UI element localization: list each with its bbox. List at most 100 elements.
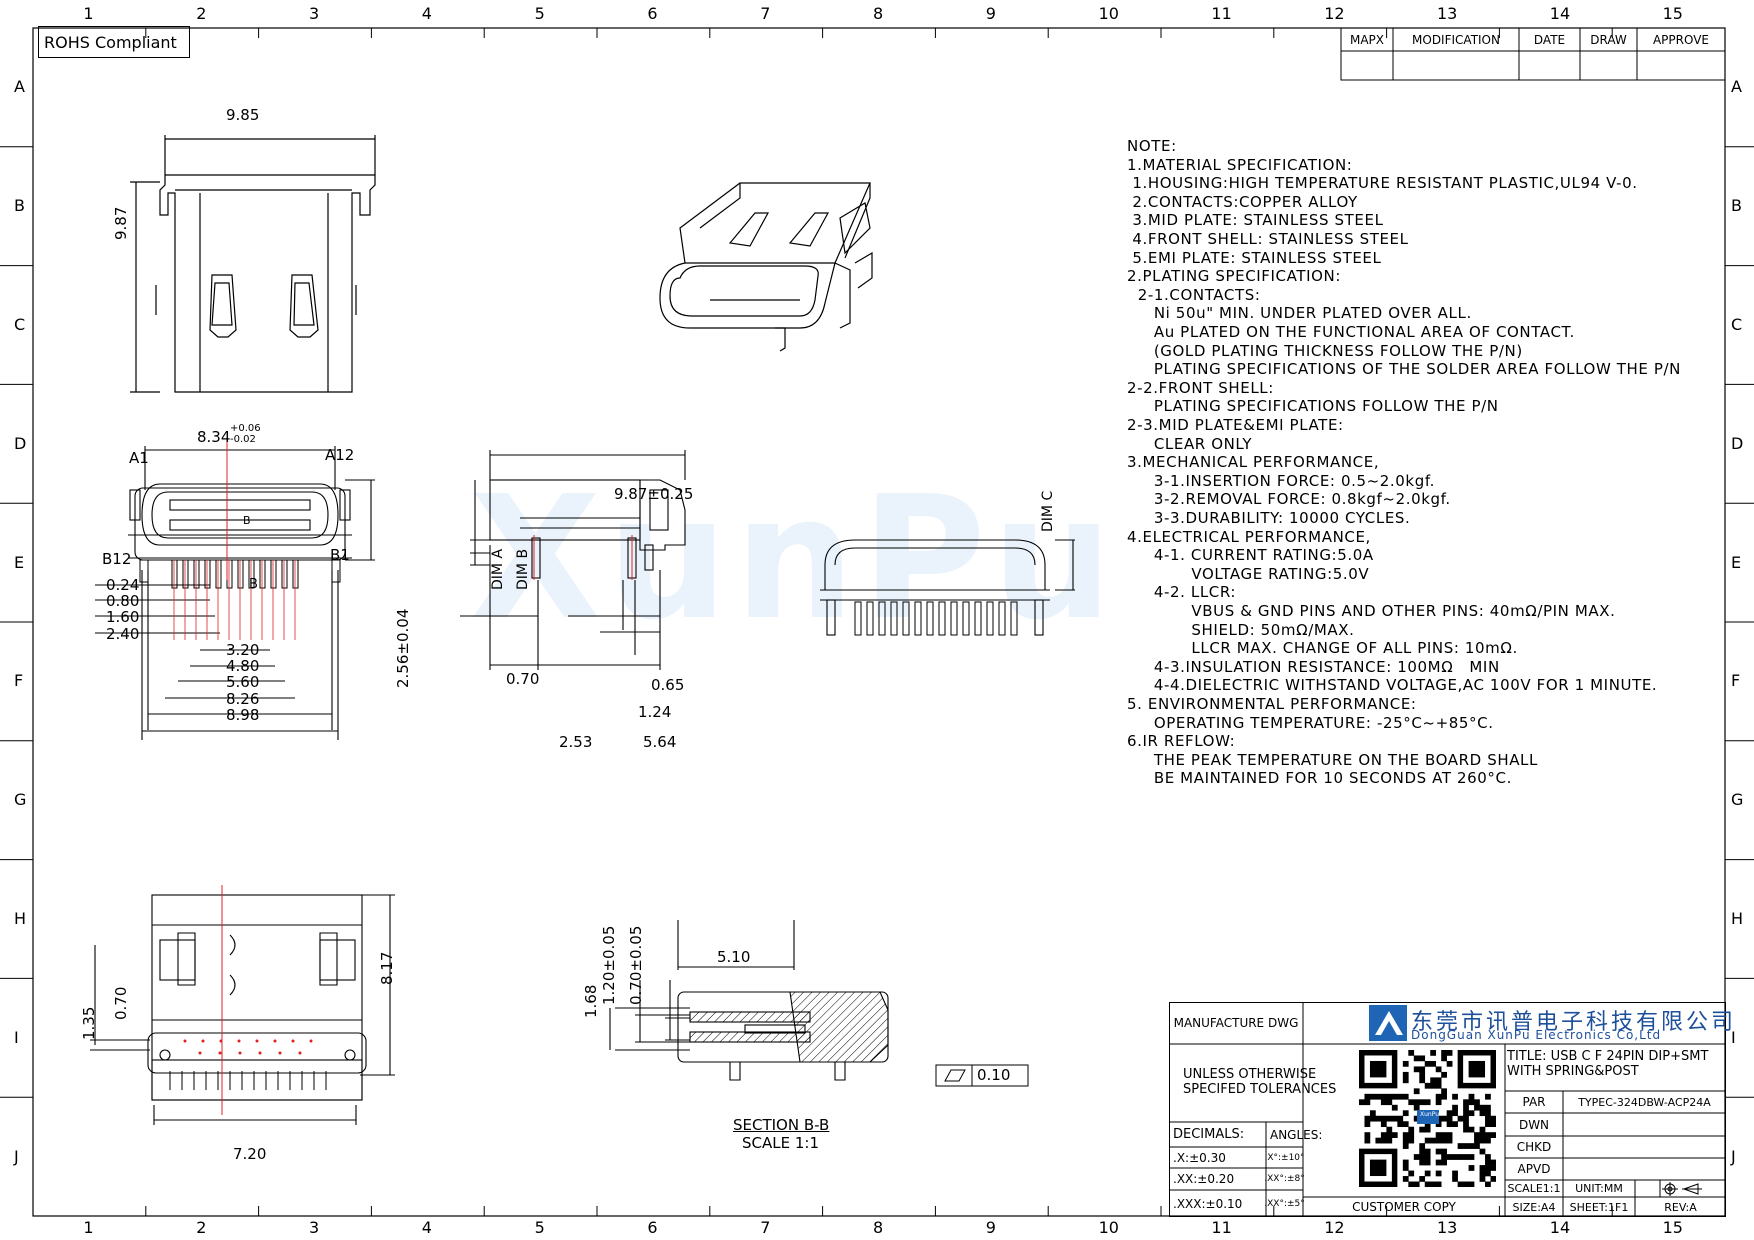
dim-side-width: 9.87±0.25 bbox=[614, 485, 694, 503]
zone-column-label-bottom: 3 bbox=[309, 1218, 320, 1237]
note-line: 5. ENVIRONMENTAL PERFORMANCE: bbox=[1127, 695, 1417, 713]
zone-row-label-left: B bbox=[14, 196, 25, 216]
note-line: 1.MATERIAL SPECIFICATION: bbox=[1127, 155, 1353, 174]
zone-column-label-bottom: 15 bbox=[1662, 1218, 1683, 1237]
rev-header-date: DATE bbox=[1533, 32, 1566, 47]
zone-row-label-left: G bbox=[14, 790, 27, 810]
zone-row-label-right: C bbox=[1731, 315, 1743, 334]
tb-title-2: WITH SPRING&POST bbox=[1507, 1064, 1639, 1079]
dim-bottom-817: 8.17 bbox=[378, 951, 396, 985]
zone-row-label-right: H bbox=[1731, 909, 1744, 928]
note-line: 4.FRONT SHELL: STAINLESS STEEL bbox=[1127, 230, 1409, 248]
tb-ang-xx: .XX°:±8° bbox=[1264, 1174, 1305, 1184]
section-title: SECTION B-B bbox=[733, 1116, 830, 1134]
note-line: OPERATING TEMPERATURE: -25°C~+85°C. bbox=[1127, 713, 1494, 732]
tb-tol-x: .X:±0.30 bbox=[1173, 1150, 1226, 1165]
note-line: 1.HOUSING:HIGH TEMPERATURE RESISTANT PLA… bbox=[1127, 174, 1638, 193]
note-line: PLATING SPECIFICATIONS FOLLOW THE P/N bbox=[1127, 397, 1499, 416]
note-line: 2.CONTACTS:COPPER ALLOY bbox=[1127, 192, 1358, 211]
note-line: 3-1.INSERTION FORCE: 0.5~2.0kgf. bbox=[1127, 471, 1435, 490]
zone-row-label-right: E bbox=[1731, 552, 1742, 572]
note-line: 2-3.MID PLATE&EMI PLATE: bbox=[1127, 416, 1344, 434]
zone-column-label-top: 7 bbox=[760, 4, 771, 23]
zone-column-label-top: 2 bbox=[196, 4, 207, 23]
dim-top-width: 9.85 bbox=[226, 106, 260, 124]
isometric-view-drawing bbox=[659, 182, 873, 352]
rohs-label: ROHS Compliant bbox=[44, 33, 177, 52]
note-line: 3-3.DURABILITY: 10000 CYCLES. bbox=[1127, 509, 1411, 527]
dim-564: 5.64 bbox=[643, 733, 677, 751]
zone-row-label-left: A bbox=[14, 77, 25, 97]
dim-898: 8.98 bbox=[226, 706, 260, 724]
watermark-logo: XunPu bbox=[470, 460, 1119, 658]
zone-column-label-bottom: 10 bbox=[1098, 1218, 1119, 1237]
zone-row-label-left: E bbox=[14, 552, 25, 572]
company-logo-icon bbox=[1369, 1005, 1407, 1041]
flatness-frame bbox=[935, 1064, 1029, 1087]
zone-row-label-right: I bbox=[1731, 1027, 1736, 1047]
dim-bottom-720: 7.20 bbox=[233, 1145, 267, 1163]
zone-row-label-left: I bbox=[14, 1027, 19, 1047]
zone-row-label-right: J bbox=[1731, 1146, 1736, 1166]
zone-column-label-top: 11 bbox=[1211, 4, 1232, 23]
tb-ang-xxx: .XX°:±5° bbox=[1264, 1198, 1305, 1209]
dim-253: 2.53 bbox=[559, 733, 593, 751]
tb-unit: UNIT:MM bbox=[1575, 1182, 1623, 1195]
dim-section-510: 5.10 bbox=[717, 948, 751, 966]
zone-column-label-bottom: 12 bbox=[1324, 1218, 1345, 1237]
note-line: 6.IR REFLOW: bbox=[1127, 732, 1236, 751]
rev-header-approve: APPROVE bbox=[1652, 32, 1710, 47]
dim-480: 4.80 bbox=[226, 657, 260, 675]
dim-front-tol-minus: -0.02 bbox=[230, 434, 256, 445]
section-scale: SCALE 1:1 bbox=[742, 1134, 819, 1152]
zone-column-label-bottom: 9 bbox=[985, 1218, 996, 1237]
zone-row-label-left: H bbox=[14, 909, 27, 928]
dim-c-label: DIM C bbox=[1040, 490, 1056, 532]
dim-top-height: 9.87 bbox=[112, 206, 130, 240]
dim-front-tol-plus: +0.06 bbox=[230, 423, 261, 434]
label-b12: B12 bbox=[102, 550, 132, 568]
top-view-drawing bbox=[130, 135, 376, 393]
zone-column-label-top: 8 bbox=[873, 4, 884, 23]
tb-ang-x: .X°:±10° bbox=[1264, 1152, 1305, 1163]
zone-column-label-top: 1 bbox=[83, 4, 94, 23]
tb-manufacture-dwg: MANUFACTURE DWG bbox=[1173, 1016, 1299, 1030]
projection-symbol-icon bbox=[1662, 1182, 1702, 1196]
tb-tol-xx: .XX:±0.20 bbox=[1173, 1172, 1235, 1186]
tb-apvd-label: APVD bbox=[1517, 1162, 1551, 1176]
zone-row-label-right: B bbox=[1731, 196, 1742, 216]
section-mark-b-bottom: B bbox=[249, 577, 258, 592]
tb-unless-2: SPECIFED TOLERANCES bbox=[1183, 1082, 1337, 1097]
rear-view-drawing bbox=[820, 539, 1075, 636]
dim-124: 1.24 bbox=[638, 703, 672, 721]
zone-column-label-top: 12 bbox=[1324, 4, 1345, 23]
rev-header-mapx: MAPX bbox=[1349, 32, 1385, 47]
zone-column-label-bottom: 1 bbox=[83, 1218, 94, 1237]
tb-tol-xxx: .XXX:±0.10 bbox=[1173, 1196, 1243, 1211]
note-line: SHIELD: 50mΩ/MAX. bbox=[1127, 620, 1355, 639]
note-line: 4-4.DIELECTRIC WITHSTAND VOLTAGE,AC 100V… bbox=[1127, 676, 1658, 695]
tb-unless-1: UNLESS OTHERWISE bbox=[1183, 1067, 1317, 1082]
zone-row-label-right: F bbox=[1731, 671, 1741, 691]
rev-header-draw: DRAW bbox=[1590, 32, 1627, 47]
note-line: 2.PLATING SPECIFICATION: bbox=[1127, 267, 1341, 286]
zone-column-label-top: 14 bbox=[1549, 4, 1571, 23]
dim-320: 3.20 bbox=[226, 641, 260, 659]
note-line: 5.EMI PLATE: STAINLESS STEEL bbox=[1127, 248, 1382, 267]
note-line: VOLTAGE RATING:5.0V bbox=[1127, 564, 1370, 583]
rev-header-modification: MODIFICATION bbox=[1412, 32, 1500, 47]
tb-sheet: SHEET:1F1 bbox=[1569, 1200, 1629, 1214]
dim-240: 2.40 bbox=[106, 625, 140, 643]
note-line: 3-2.REMOVAL FORCE: 0.8kgf~2.0kgf. bbox=[1127, 490, 1451, 509]
tb-par-value: TYPEC-324DBW-ACP24A bbox=[1578, 1095, 1711, 1109]
dim-bottom-135: 1.35 bbox=[80, 1006, 98, 1040]
tb-rev: REV:A bbox=[1664, 1200, 1697, 1214]
note-line: NOTE: bbox=[1127, 137, 1177, 155]
zone-row-label-left: J bbox=[14, 1146, 19, 1166]
zone-column-label-bottom: 14 bbox=[1549, 1218, 1571, 1237]
note-line: 2-1.CONTACTS: bbox=[1127, 285, 1261, 304]
tb-angles: ANGLES: bbox=[1270, 1127, 1323, 1142]
note-line: 3.MID PLATE: STAINLESS STEEL bbox=[1127, 211, 1384, 230]
